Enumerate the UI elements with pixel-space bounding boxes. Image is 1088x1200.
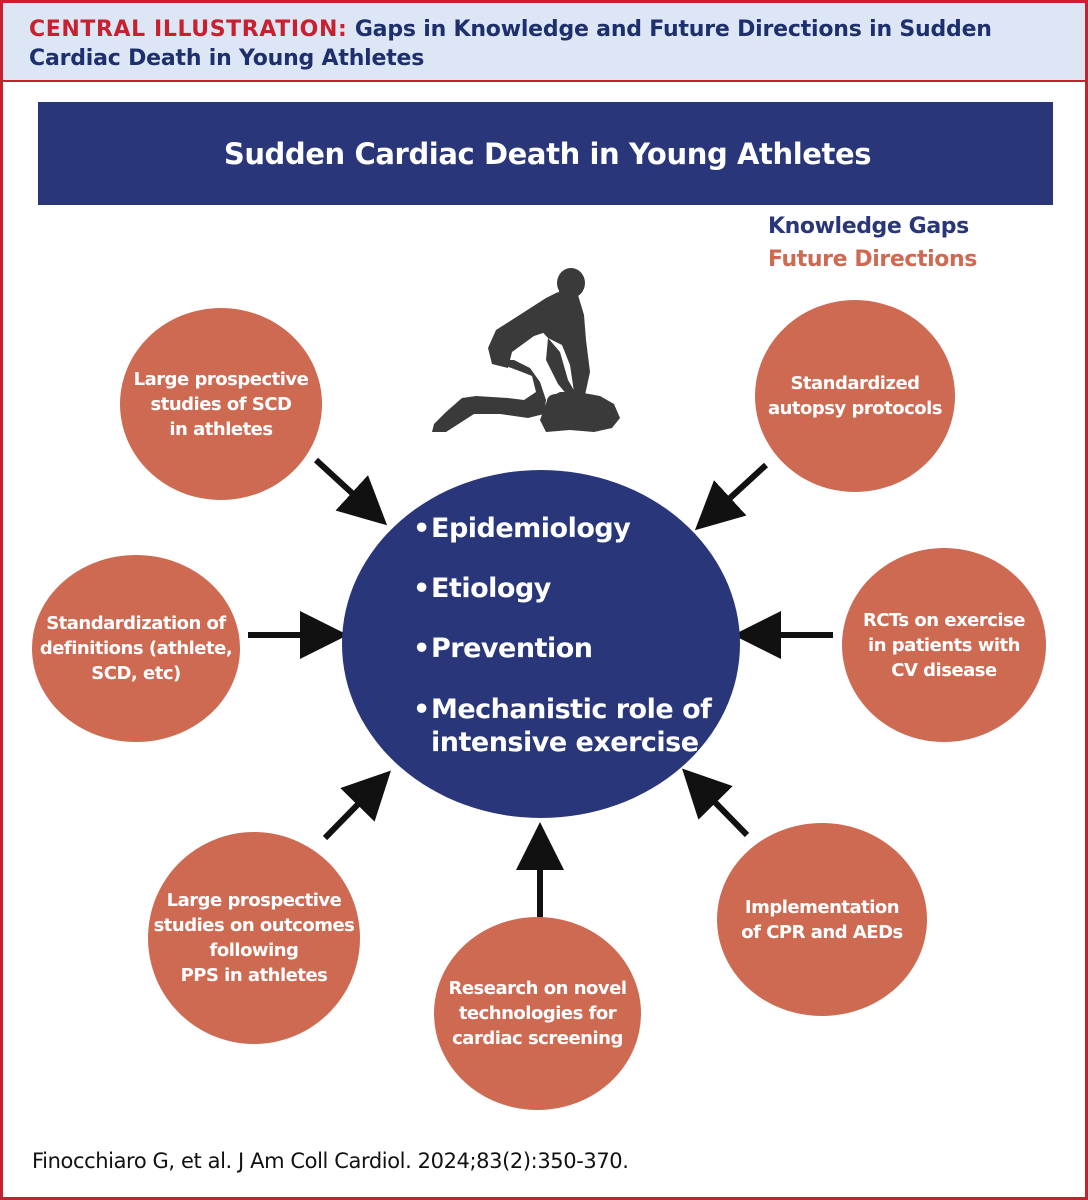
knowledge-gaps-list: Epidemiology Etiology Prevention Mechani… <box>413 512 712 759</box>
arrow-icon <box>322 770 391 841</box>
arrow-icon <box>313 457 388 526</box>
legend: Knowledge Gaps Future Directions <box>768 210 977 276</box>
citation: Finocchiaro G, et al. J Am Coll Cardiol.… <box>32 1149 629 1173</box>
future-direction-large-prospective-scd: Large prospective studies of SCD in athl… <box>120 308 322 500</box>
future-direction-label: Standardized autopsy protocols <box>767 373 943 419</box>
future-direction-label: Implementation of CPR and AEDs <box>741 896 903 943</box>
legend-knowledge-gaps: Knowledge Gaps <box>768 214 969 239</box>
knowledge-gap-item: Etiology <box>413 572 711 605</box>
banner-title: Sudden Cardiac Death in Young Athletes <box>223 136 872 171</box>
future-direction-label: Standardization of definitions (athlete,… <box>39 613 233 684</box>
future-direction-label: Research on novel technologies for cardi… <box>448 978 627 1049</box>
arrow-icon <box>694 462 769 531</box>
future-direction-label: Large prospective studies on outcomes fo… <box>153 890 355 986</box>
future-direction-novel-technologies: Research on novel technologies for cardi… <box>434 917 641 1110</box>
future-direction-rcts-exercise: RCTs on exercise in patients with CV dis… <box>842 548 1046 742</box>
future-direction-label: RCTs on exercise in patients with CV dis… <box>862 609 1026 681</box>
future-direction-autopsy-protocols: Standardized autopsy protocols <box>755 300 955 492</box>
knowledge-gaps-circle: Epidemiology Etiology Prevention Mechani… <box>342 470 740 818</box>
figure-header: CENTRAL ILLUSTRATION: Gaps in Knowledge … <box>3 3 1085 82</box>
knowledge-gap-item: Prevention <box>413 632 711 665</box>
arrow-icon <box>682 768 750 838</box>
knowledge-gap-item: Epidemiology <box>413 512 711 545</box>
cpr-silhouette-icon <box>432 268 620 432</box>
future-direction-cpr-aeds: Implementation of CPR and AEDs <box>717 823 927 1016</box>
knowledge-gap-item: Mechanistic role of intensive exercise <box>413 693 712 759</box>
future-direction-definitions: Standardization of definitions (athlete,… <box>32 555 240 742</box>
future-direction-outcomes-pps: Large prospective studies on outcomes fo… <box>148 832 360 1044</box>
header-title: CENTRAL ILLUSTRATION: Gaps in Knowledge … <box>29 15 1069 73</box>
header-lead: CENTRAL ILLUSTRATION: <box>29 17 348 42</box>
header-title-text: Gaps in Knowledge and Future Directions … <box>29 17 992 71</box>
banner: Sudden Cardiac Death in Young Athletes <box>38 102 1053 205</box>
legend-future-directions: Future Directions <box>768 247 977 272</box>
future-direction-label: Large prospective studies of SCD in athl… <box>133 368 309 440</box>
